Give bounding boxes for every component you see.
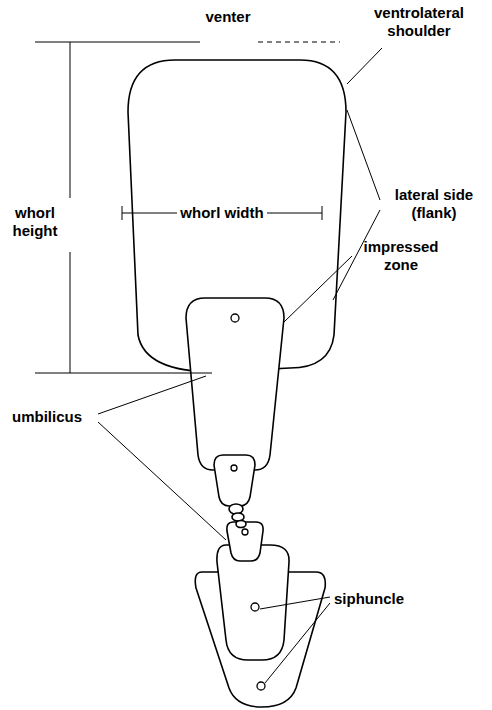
- dimension-label: whorl width: [177, 204, 266, 222]
- lower-inner-whorl: [227, 522, 263, 561]
- part-label: ventrolateral shoulder: [360, 4, 478, 40]
- leader-line: [98, 422, 226, 540]
- part-label: venter: [205, 8, 250, 26]
- dimension-line: [70, 42, 71, 198]
- leader-line: [260, 597, 330, 609]
- dimension-label: whorl height: [4, 204, 66, 240]
- leader-line: [347, 48, 382, 84]
- dimension-line: [35, 42, 200, 43]
- siphuncle-dot: [251, 603, 259, 611]
- siphuncle-dot: [231, 465, 237, 471]
- dimension-tick: [122, 206, 123, 220]
- inner-whorl: [186, 298, 284, 470]
- part-label: impressed zone: [356, 238, 446, 274]
- siphuncle-dot: [257, 682, 265, 690]
- inner-whorl: [214, 455, 255, 506]
- part-label: umbilicus: [12, 408, 82, 426]
- siphuncle-dot: [242, 529, 248, 535]
- leader-line: [284, 256, 352, 322]
- leader-line: [265, 603, 330, 683]
- dimension-line: [35, 373, 212, 374]
- dimension-line: [70, 252, 71, 373]
- siphuncle-dot: [231, 314, 239, 322]
- part-label: siphuncle: [334, 590, 404, 608]
- lower-inner-whorl: [217, 545, 289, 660]
- dimension-tick: [322, 206, 323, 220]
- leader-line: [98, 376, 206, 414]
- part-label: lateral side (flank): [384, 186, 484, 222]
- dimension-line: [258, 42, 340, 43]
- leader-line: [347, 110, 380, 200]
- tiny-whorl: [236, 521, 246, 528]
